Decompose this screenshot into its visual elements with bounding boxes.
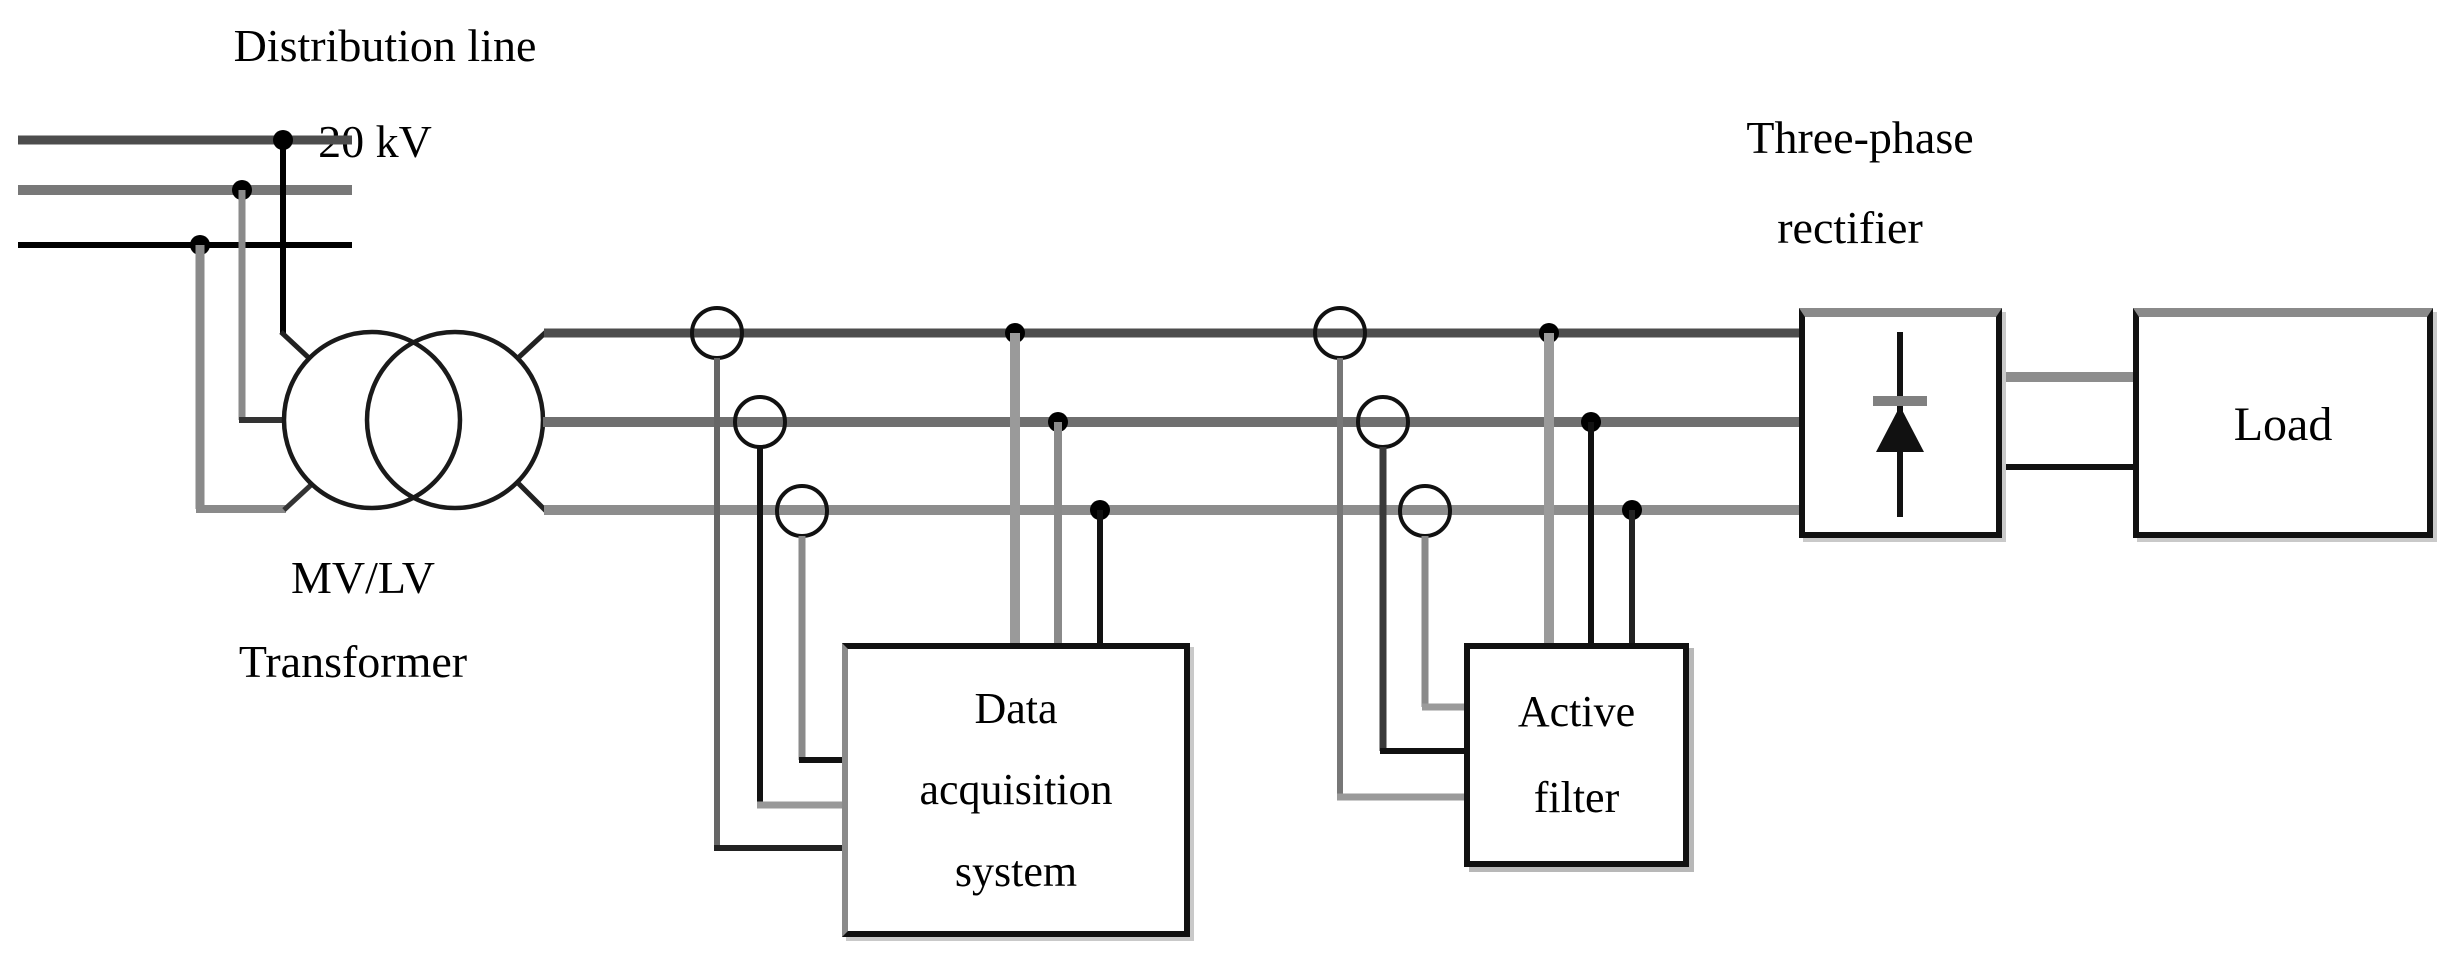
daq-current-wires bbox=[714, 358, 842, 851]
rectifier-label-line2: rectifier bbox=[1777, 202, 1923, 253]
daq-voltage-taps bbox=[1005, 323, 1110, 646]
daq-label-line2: acquisition bbox=[919, 765, 1113, 814]
distribution-lines-icon bbox=[18, 130, 352, 255]
load-label: Load bbox=[2233, 397, 2333, 451]
distribution-line-label: Distribution line bbox=[233, 20, 537, 71]
filter-label-line2: filter bbox=[1533, 772, 1620, 822]
dc-link-wires bbox=[2002, 372, 2133, 470]
transformer-label-line1: MV/LV bbox=[291, 552, 435, 603]
data-acquisition-block: Data acquisition system bbox=[842, 643, 1190, 937]
diode-icon bbox=[1873, 332, 1927, 517]
active-filter-block: Active filter bbox=[1464, 643, 1689, 867]
filter-current-wires bbox=[1337, 358, 1464, 801]
filter-voltage-taps bbox=[1539, 323, 1642, 646]
filter-label-line1: Active bbox=[1517, 687, 1636, 737]
daq-label-line1: Data bbox=[974, 683, 1058, 733]
transformer-label-line2: Transformer bbox=[238, 636, 468, 687]
daq-label-line3: system bbox=[954, 846, 1078, 896]
rectifier-label-line1: Three-phase bbox=[1746, 112, 1974, 163]
transformer-input-wires bbox=[195, 140, 313, 513]
load-block: Load bbox=[2133, 308, 2433, 538]
transformer-output-wires bbox=[516, 330, 548, 513]
